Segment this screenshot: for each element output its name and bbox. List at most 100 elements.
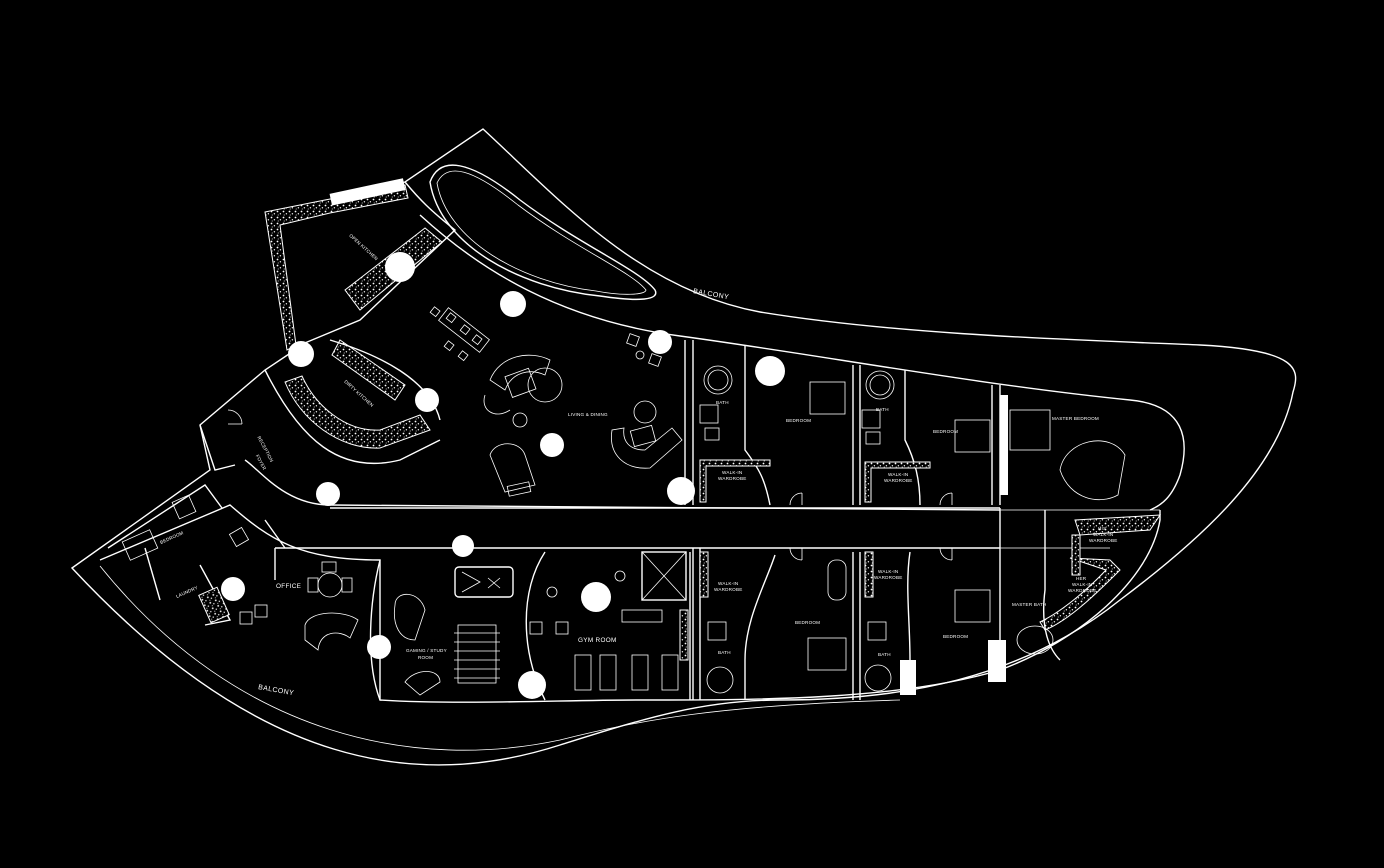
label-living-dining: LIVING & DINING [568, 412, 608, 417]
label-dirty-kitchen: DIRTY KITCHEN [343, 379, 374, 408]
gym-equipment [529, 570, 679, 691]
entry-door-arc [227, 409, 243, 425]
balcony-outline [99, 565, 901, 751]
bedroom-4-window [900, 660, 916, 695]
bedroom-3-walls [692, 548, 861, 700]
bath-3-tub [706, 666, 734, 694]
bath-2-tub [865, 370, 895, 400]
balcony-bottom-edge [99, 504, 1161, 703]
label-walkin-4: WALK-IN [878, 569, 898, 574]
grand-piano [489, 443, 536, 497]
bath-1-tub-inner [707, 369, 729, 391]
his-walkin-hatch-2 [1071, 534, 1081, 576]
label-bedroom-2: BEDROOM [933, 429, 958, 434]
label-master-bedroom: MASTER BEDROOM [1052, 416, 1099, 421]
walkin-3-hatch [699, 551, 709, 598]
gaming-sofa [393, 593, 426, 641]
label-foyer: FOYER [255, 454, 268, 472]
master-bath-vanity [954, 589, 991, 623]
master-lounge [1059, 440, 1126, 501]
gaming-wall [369, 559, 381, 701]
label-his-2: WALK-IN [1093, 532, 1113, 537]
bath-1-tub [703, 365, 733, 395]
label-bedroom-1: BEDROOM [786, 418, 811, 423]
gaming-sofa-2 [404, 671, 441, 696]
label-her-1: HER [1076, 576, 1087, 581]
living-sofa-set [483, 354, 563, 428]
bath-2-vanity [861, 409, 881, 429]
marker-dot [518, 671, 546, 699]
marker-dot [581, 582, 611, 612]
marker-dot [367, 635, 391, 659]
marker-dot [755, 356, 785, 386]
dining-table [429, 306, 490, 362]
marker-layer [221, 252, 785, 699]
kitchen-wall [299, 181, 457, 346]
master-window [1000, 395, 1008, 495]
pool-table-inner [461, 571, 501, 593]
bath-3-vanity [707, 621, 727, 641]
lounge-chairs [626, 333, 662, 367]
marker-dot [221, 577, 245, 601]
bedroom-1-bed [809, 381, 846, 415]
marker-dot [385, 252, 415, 282]
label-gym: GYM ROOM [578, 637, 617, 644]
laundry-hatch [198, 586, 230, 624]
marker-dot [452, 535, 474, 557]
label-wardrobe-4: WARDROBE [874, 575, 902, 580]
label-his-3: WARDROBE [1089, 538, 1117, 543]
label-bath-1: BATH [716, 400, 729, 405]
label-her-3: WARDROBE [1068, 588, 1096, 593]
label-bath-4: BATH [878, 652, 891, 657]
label-master-bath: MASTER BATH [1012, 602, 1047, 607]
bath-4-tub [864, 664, 892, 692]
bath-1-toilet [704, 427, 720, 441]
bedroom-1-walls [684, 340, 861, 506]
label-walkin-1: WALK-IN [722, 470, 742, 475]
staff-bath [171, 494, 197, 520]
label-gaming-1: GAMING / STUDY [406, 648, 447, 653]
walkin-2-hatch [864, 461, 931, 503]
elevator-cross-2 [641, 551, 687, 601]
label-wardrobe-2: WARDROBE [884, 478, 912, 483]
pool-table [454, 566, 514, 598]
label-office: OFFICE [276, 583, 301, 590]
marker-dot [288, 341, 314, 367]
bedroom-3-bed [807, 637, 847, 671]
outer-envelope [70, 128, 1297, 766]
label-her-2: WALK-IN [1072, 582, 1092, 587]
bedroom-3-tub-icon [827, 559, 847, 601]
marker-dot [648, 330, 672, 354]
balcony-top-edge [419, 214, 1185, 511]
bedroom-4-walls [907, 551, 911, 690]
bath-4-vanity [867, 621, 887, 641]
staff-wing-walls [107, 484, 232, 626]
bedroom-2-door [939, 492, 953, 506]
label-his-1: HIS [1098, 526, 1106, 531]
bedroom-1-door [789, 492, 803, 506]
staff-bed [121, 529, 159, 561]
bedroom-4-door [939, 547, 953, 561]
label-balcony-bottom: BALCONY [258, 684, 295, 697]
dirty-kitchen-counter [284, 375, 431, 449]
label-walkin-3: WALK-IN [718, 581, 738, 586]
master-bed [1009, 409, 1051, 451]
label-bedroom-4: BEDROOM [943, 634, 968, 639]
label-wardrobe-1: WARDROBE [718, 476, 746, 481]
bath-2-toilet [865, 431, 881, 445]
foosball-rods [454, 632, 500, 679]
label-bath-2: BATH [876, 407, 889, 412]
label-wardrobe-3: WARDROBE [714, 587, 742, 592]
label-gaming-2: ROOM [418, 655, 433, 660]
master-bath-wall-mark [988, 640, 1006, 682]
bedroom-3-door [789, 547, 803, 561]
reception-closet [228, 526, 250, 548]
label-bedroom-staff: BEDROOM [159, 530, 184, 545]
office-wall [264, 519, 286, 580]
bedroom-2-bed [954, 419, 991, 453]
his-walkin-hatch [1074, 514, 1161, 536]
marker-dot [667, 477, 695, 505]
marker-dot [540, 433, 564, 457]
label-open-kitchen: OPEN KITCHEN [348, 233, 379, 261]
